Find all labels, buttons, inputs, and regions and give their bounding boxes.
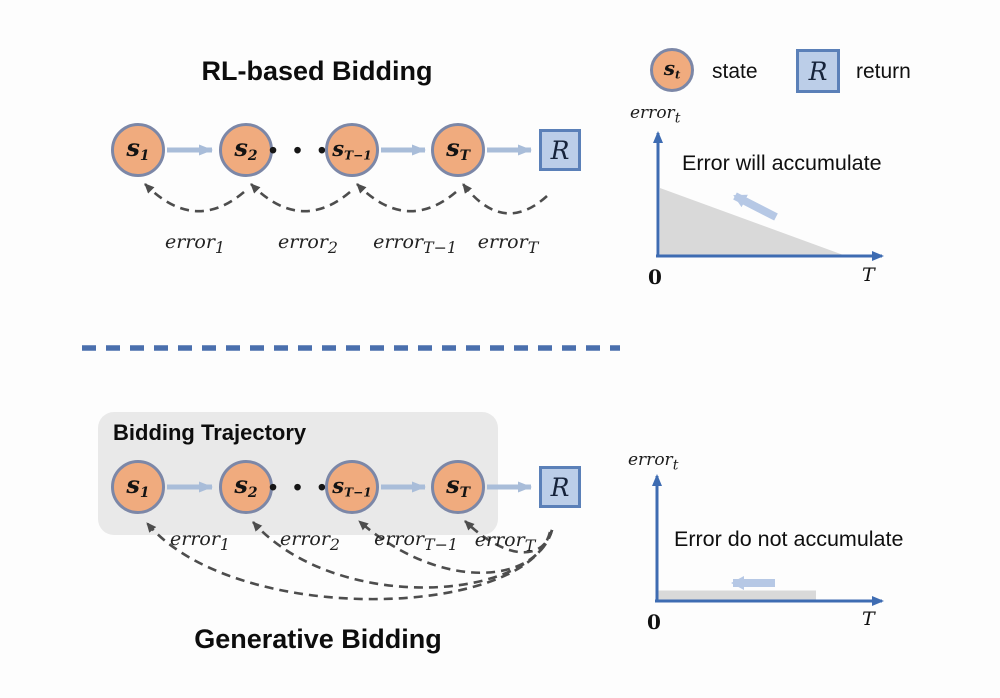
- top-chart-x-end-tick: T: [862, 264, 875, 286]
- legend-return-text: return: [856, 60, 911, 83]
- error-label-1-bottom: error1: [169, 528, 231, 554]
- legend-state-node: st: [650, 48, 694, 92]
- error-label-1-top: error1: [164, 231, 226, 257]
- return-node-top: R: [539, 129, 581, 171]
- top-chart-annotation: Error will accumulate: [682, 151, 882, 175]
- hint-arrow-up-left: [733, 192, 778, 221]
- bottom-chart-x-end-tick: T: [862, 608, 875, 630]
- legend-return-node: R: [796, 49, 840, 93]
- bidding-trajectory-label: Bidding Trajectory: [113, 420, 307, 445]
- generative-bidding-title: Generative Bidding: [194, 624, 442, 654]
- error-arcs-top: [144, 183, 548, 215]
- error-label-T-top: errorT: [477, 231, 539, 257]
- error-label-2-bottom: error2: [279, 528, 341, 554]
- error-label-2-top: error2: [277, 231, 339, 257]
- state-node-sT-top: sT: [431, 123, 485, 177]
- bidding-trajectory-box: [98, 412, 498, 535]
- bottom-chart-annotation: Error do not accumulate: [674, 527, 904, 551]
- state-node-s2-bottom: s2: [219, 460, 273, 514]
- bottom-chart-y-label: errort: [628, 450, 679, 474]
- state-node-s1-bottom: s1: [111, 460, 165, 514]
- state-node-s1-top: s1: [111, 123, 165, 177]
- error-label-T-1-bottom: errorT−1: [374, 528, 458, 554]
- legend-state-text: state: [712, 60, 758, 83]
- state-node-sT-1-bottom: sT−1: [325, 460, 379, 514]
- error-label-T-bottom: errorT: [474, 529, 536, 555]
- top-chart-y-label: errort: [630, 103, 681, 127]
- state-node-sT-1-top: sT−1: [325, 123, 379, 177]
- ellipsis-dots-bottom: • • •: [269, 474, 331, 500]
- accumulate-triangle-area: [660, 188, 842, 255]
- error-label-T-1-top: errorT−1: [373, 231, 457, 257]
- bottom-chart-origin-tick: 0: [647, 610, 661, 634]
- state-node-s2-top: s2: [219, 123, 273, 177]
- rl-based-bidding-title: RL-based Bidding: [201, 56, 433, 86]
- state-node-sT-bottom: sT: [431, 460, 485, 514]
- return-node-bottom: R: [539, 466, 581, 508]
- top-chart-origin-tick: 0: [648, 265, 662, 289]
- ellipsis-dots-top: • • •: [269, 137, 331, 163]
- flat-error-bar-area: [658, 590, 816, 601]
